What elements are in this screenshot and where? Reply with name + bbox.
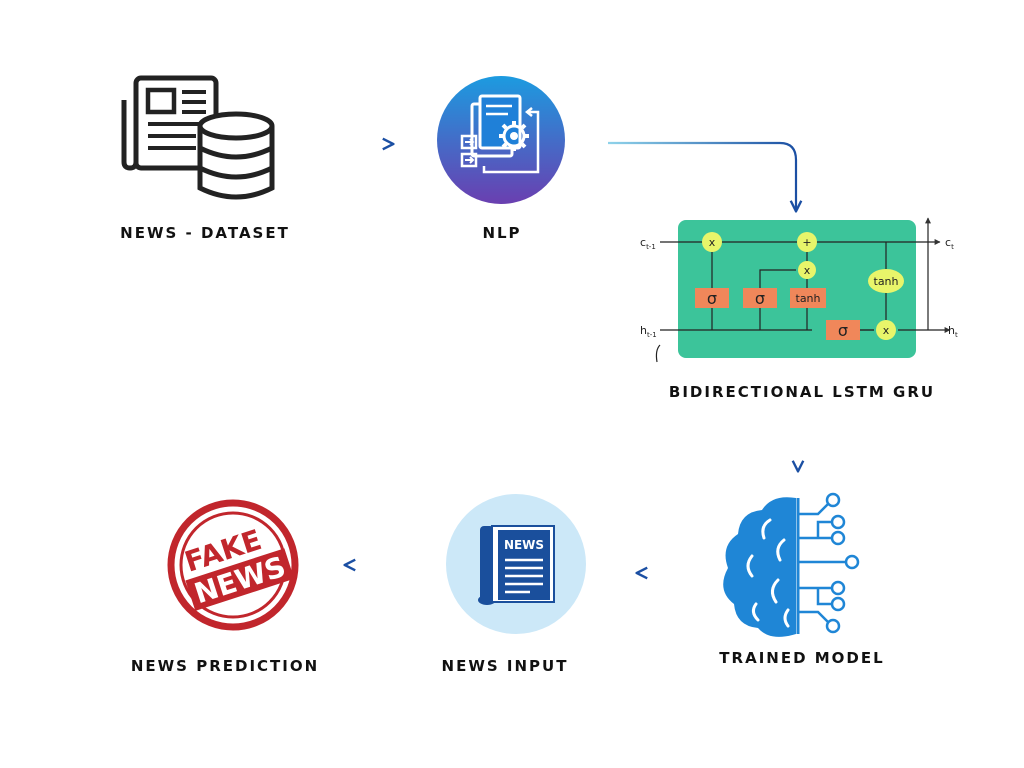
lstm-label: BIDIRECTIONAL LSTM GRU bbox=[668, 383, 936, 401]
news-input-label: NEWS INPUT bbox=[441, 657, 569, 675]
trained-model-label: TRAINED MODEL bbox=[719, 649, 885, 667]
lstm-forget-mult: x bbox=[709, 236, 716, 249]
lstm-c-in: ct-1 bbox=[640, 236, 656, 251]
nlp-document-gear-icon bbox=[437, 76, 565, 204]
lstm-forget-gate: σ bbox=[707, 289, 717, 308]
nlp-label: NLP bbox=[482, 224, 522, 242]
news-badge-text: NEWS bbox=[504, 538, 544, 552]
lstm-add-op: + bbox=[802, 236, 811, 249]
arrow-nlp-to-lstm bbox=[608, 141, 796, 210]
lstm-c-out: ct bbox=[945, 236, 954, 251]
news-prediction-label: NEWS PREDICTION bbox=[130, 657, 320, 675]
lstm-output-gate: σ bbox=[838, 321, 848, 340]
lstm-h-in: ht-1 bbox=[640, 324, 657, 339]
lstm-output-mult: x bbox=[883, 324, 890, 337]
lstm-h-out: ht bbox=[948, 324, 958, 339]
lstm-tanh-op: tanh bbox=[874, 275, 899, 288]
lstm-input-gate: σ bbox=[755, 289, 765, 308]
newspaper-database-icon bbox=[121, 75, 275, 200]
lstm-cell-diagram: x + x tanh x σ σ tanh σ ct-1 ht-1 ct ht bbox=[640, 217, 958, 363]
lstm-candidate-gate: tanh bbox=[796, 292, 821, 305]
dataset-label: NEWS - DATASET bbox=[120, 224, 290, 242]
lstm-input-mult: x bbox=[804, 264, 811, 277]
fake-news-stamp-icon: FAKE NEWS bbox=[167, 499, 299, 631]
news-input-icon: NEWS bbox=[446, 494, 586, 634]
brain-network-icon bbox=[723, 492, 860, 637]
